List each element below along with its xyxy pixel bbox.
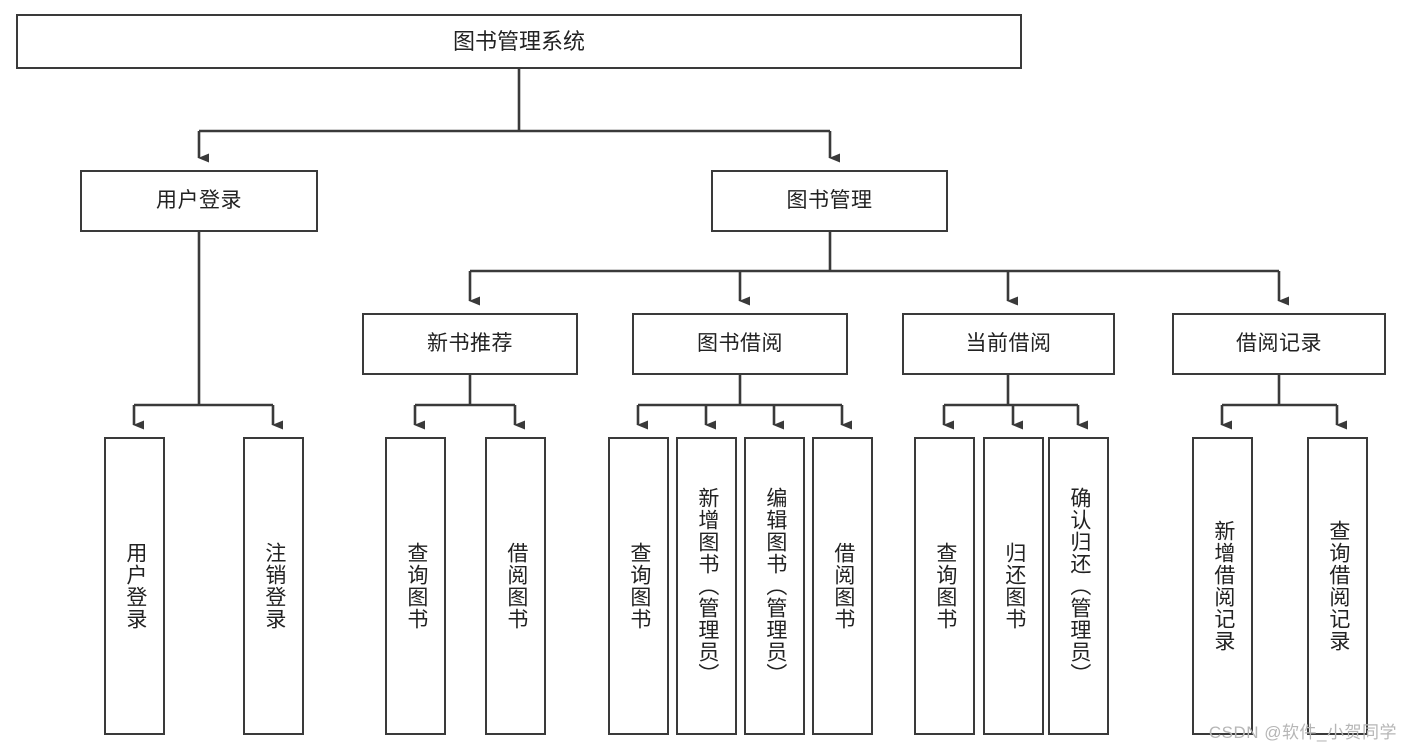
leaf-add-borrow-record[interactable]: 新增借阅记录	[1192, 437, 1253, 735]
leaf-query-book-current-label: 查询图书	[933, 542, 957, 630]
leaf-user-login[interactable]: 用户登录	[104, 437, 165, 735]
node-user-login[interactable]: 用户登录	[80, 170, 318, 232]
csdn-watermark: CSDN @软件_小贺同学	[1208, 723, 1397, 742]
node-book-manage[interactable]: 图书管理	[711, 170, 948, 232]
leaf-add-book[interactable]: 新增图书（管理员）	[676, 437, 737, 735]
leaf-add-book-label: 新增图书（管理员）	[695, 487, 719, 685]
leaf-confirm-return-label: 确认归还（管理员）	[1067, 487, 1091, 685]
leaf-borrow-book[interactable]: 借阅图书	[812, 437, 873, 735]
leaf-query-borrow-record-label: 查询借阅记录	[1326, 520, 1350, 652]
leaf-edit-book[interactable]: 编辑图书（管理员）	[744, 437, 805, 735]
leaf-user-logout[interactable]: 注销登录	[243, 437, 304, 735]
leaf-query-book-current[interactable]: 查询图书	[914, 437, 975, 735]
leaf-add-borrow-record-label: 新增借阅记录	[1211, 520, 1235, 652]
leaf-return-book[interactable]: 归还图书	[983, 437, 1044, 735]
node-book-manage-label: 图书管理	[786, 188, 873, 212]
node-book-borrow[interactable]: 图书借阅	[632, 313, 848, 375]
node-new-book-recommend[interactable]: 新书推荐	[362, 313, 578, 375]
leaf-borrow-book-recommend[interactable]: 借阅图书	[485, 437, 546, 735]
node-new-book-recommend-label: 新书推荐	[427, 331, 513, 355]
node-borrow-record[interactable]: 借阅记录	[1172, 313, 1386, 375]
node-current-borrow-label: 当前借阅	[965, 331, 1052, 355]
leaf-query-book-borrow[interactable]: 查询图书	[608, 437, 669, 735]
leaf-query-book-recommend[interactable]: 查询图书	[385, 437, 446, 735]
leaf-user-login-label: 用户登录	[123, 542, 147, 630]
leaf-confirm-return[interactable]: 确认归还（管理员）	[1048, 437, 1109, 735]
leaf-edit-book-label: 编辑图书（管理员）	[763, 487, 787, 685]
node-book-borrow-label: 图书借阅	[697, 331, 783, 355]
leaf-query-book-recommend-label: 查询图书	[404, 542, 428, 630]
leaf-query-borrow-record[interactable]: 查询借阅记录	[1307, 437, 1368, 735]
node-borrow-record-label: 借阅记录	[1236, 331, 1322, 355]
leaf-query-book-borrow-label: 查询图书	[627, 542, 651, 630]
node-root-label: 图书管理系统	[452, 28, 585, 54]
leaf-borrow-book-recommend-label: 借阅图书	[504, 542, 528, 630]
node-current-borrow[interactable]: 当前借阅	[902, 313, 1115, 375]
leaf-user-logout-label: 注销登录	[262, 542, 286, 630]
leaf-return-book-label: 归还图书	[1002, 542, 1026, 630]
node-user-login-label: 用户登录	[156, 188, 242, 212]
leaf-borrow-book-label: 借阅图书	[831, 542, 855, 630]
node-root[interactable]: 图书管理系统	[16, 14, 1022, 69]
